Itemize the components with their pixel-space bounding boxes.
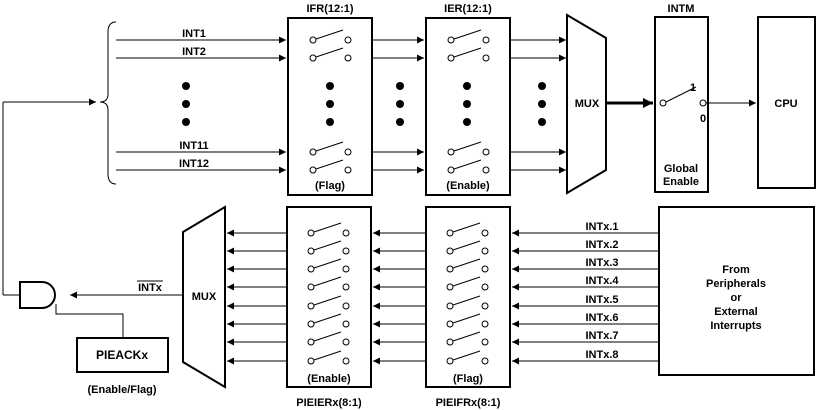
ellipsis-dot xyxy=(182,100,190,108)
piefr-switch xyxy=(446,350,489,365)
ifr-switch xyxy=(309,159,352,174)
piefr-title: PIEIFRx(8:1) xyxy=(436,397,501,409)
ellipsis-dot xyxy=(396,118,404,126)
and-gate xyxy=(19,281,56,309)
pieier-switch xyxy=(307,222,350,237)
int-label: INT12 xyxy=(179,158,209,170)
lower-mux xyxy=(182,205,226,389)
lower-mux-label: MUX xyxy=(192,291,217,303)
pieier-switch xyxy=(307,276,350,291)
ifr-switch xyxy=(309,47,352,62)
pieier-register-box xyxy=(286,206,372,388)
ier-switch xyxy=(447,47,490,62)
intm-caption-line1: Global xyxy=(664,163,698,175)
ellipsis-dot xyxy=(396,100,404,108)
intx-label: INTx.6 xyxy=(585,312,618,324)
ellipsis-dot xyxy=(396,82,404,90)
intx-label: INTx.2 xyxy=(585,239,618,251)
ier-switch xyxy=(447,141,490,156)
ellipsis-dot xyxy=(538,82,546,90)
int-label: INT2 xyxy=(182,46,206,58)
ellipsis-dot xyxy=(463,100,471,108)
intx-label: INTx.5 xyxy=(585,294,618,306)
intx-label: INTx.4 xyxy=(585,275,619,287)
ellipsis-dot xyxy=(538,100,546,108)
intx-label: INTx.1 xyxy=(585,221,618,233)
source-label-line5: Interrupts xyxy=(710,320,761,332)
pieack-box xyxy=(76,337,169,373)
int-label: INT11 xyxy=(179,140,208,152)
ellipsis-dots xyxy=(182,82,546,126)
intm-box xyxy=(654,16,709,193)
ellipsis-dot xyxy=(182,118,190,126)
upper-mux xyxy=(566,13,607,195)
ier-title: IER(12:1) xyxy=(444,3,492,15)
ier-caption: (Enable) xyxy=(446,180,490,192)
source-label-line4: External xyxy=(714,306,757,318)
ifr-title: IFR(12:1) xyxy=(306,3,353,15)
ier-switch xyxy=(447,29,490,44)
cpu-label: CPU xyxy=(774,98,797,110)
pieier-switch xyxy=(307,295,350,310)
peripheral-source-box xyxy=(658,206,815,376)
ellipsis-dot xyxy=(326,118,334,126)
intx-label: INTx.7 xyxy=(585,330,618,342)
source-label-line2: Peripherals xyxy=(706,278,766,290)
piefr-switch xyxy=(446,276,489,291)
pieack-caption: (Enable/Flag) xyxy=(87,384,156,396)
intx-label: INTx.8 xyxy=(585,349,618,361)
pieier-switch xyxy=(307,258,350,273)
ellipsis-dot xyxy=(326,100,334,108)
piefr-caption: (Flag) xyxy=(453,373,483,385)
piefr-switch xyxy=(446,331,489,346)
ifr-caption: (Flag) xyxy=(315,180,345,192)
upper-mux-label: MUX xyxy=(575,98,600,110)
intm-switch-in xyxy=(659,99,667,107)
pieier-switch xyxy=(307,240,350,255)
register-switches xyxy=(307,29,490,365)
ellipsis-dot xyxy=(463,118,471,126)
piefr-switch xyxy=(446,295,489,310)
ifr-switch xyxy=(309,141,352,156)
pieier-switch xyxy=(307,331,350,346)
pieack-wire xyxy=(55,304,124,338)
ier-switch xyxy=(447,159,490,174)
source-label-line1: From xyxy=(722,264,750,276)
ellipsis-dot xyxy=(326,82,334,90)
pieier-switch xyxy=(307,313,350,328)
pieier-switch xyxy=(307,350,350,365)
ifr-switch xyxy=(309,29,352,44)
pieier-title: PIEIERx(8:1) xyxy=(296,397,362,409)
intx-bar-label: INTx xyxy=(138,282,163,294)
ellipsis-dot xyxy=(463,82,471,90)
signal-labels: INT1INT2INT11INT12INTx.1INTx.2INTx.3INTx… xyxy=(179,28,619,361)
piefr-switch xyxy=(446,240,489,255)
input-brace xyxy=(99,21,117,185)
piefr-register-box xyxy=(425,206,511,388)
intm-pos-0: 0 xyxy=(700,113,706,125)
source-label-line3: or xyxy=(731,292,743,304)
pieier-caption: (Enable) xyxy=(307,373,351,385)
piefr-switch xyxy=(446,222,489,237)
intx-label: INTx.3 xyxy=(585,257,618,269)
cpu-box xyxy=(757,16,816,189)
intm-caption-line2: Enable xyxy=(663,176,699,188)
piefr-switch xyxy=(446,313,489,328)
intm-pos-1: 1 xyxy=(690,82,696,94)
pieack-label: PIEACKx xyxy=(96,348,148,362)
int-label: INT1 xyxy=(182,28,206,40)
piefr-switch xyxy=(446,258,489,273)
intm-title: INTM xyxy=(668,3,695,15)
ellipsis-dot xyxy=(182,82,190,90)
intm-switch-blade xyxy=(665,86,697,103)
ifr-register-box xyxy=(287,17,373,196)
ellipsis-dot xyxy=(538,118,546,126)
